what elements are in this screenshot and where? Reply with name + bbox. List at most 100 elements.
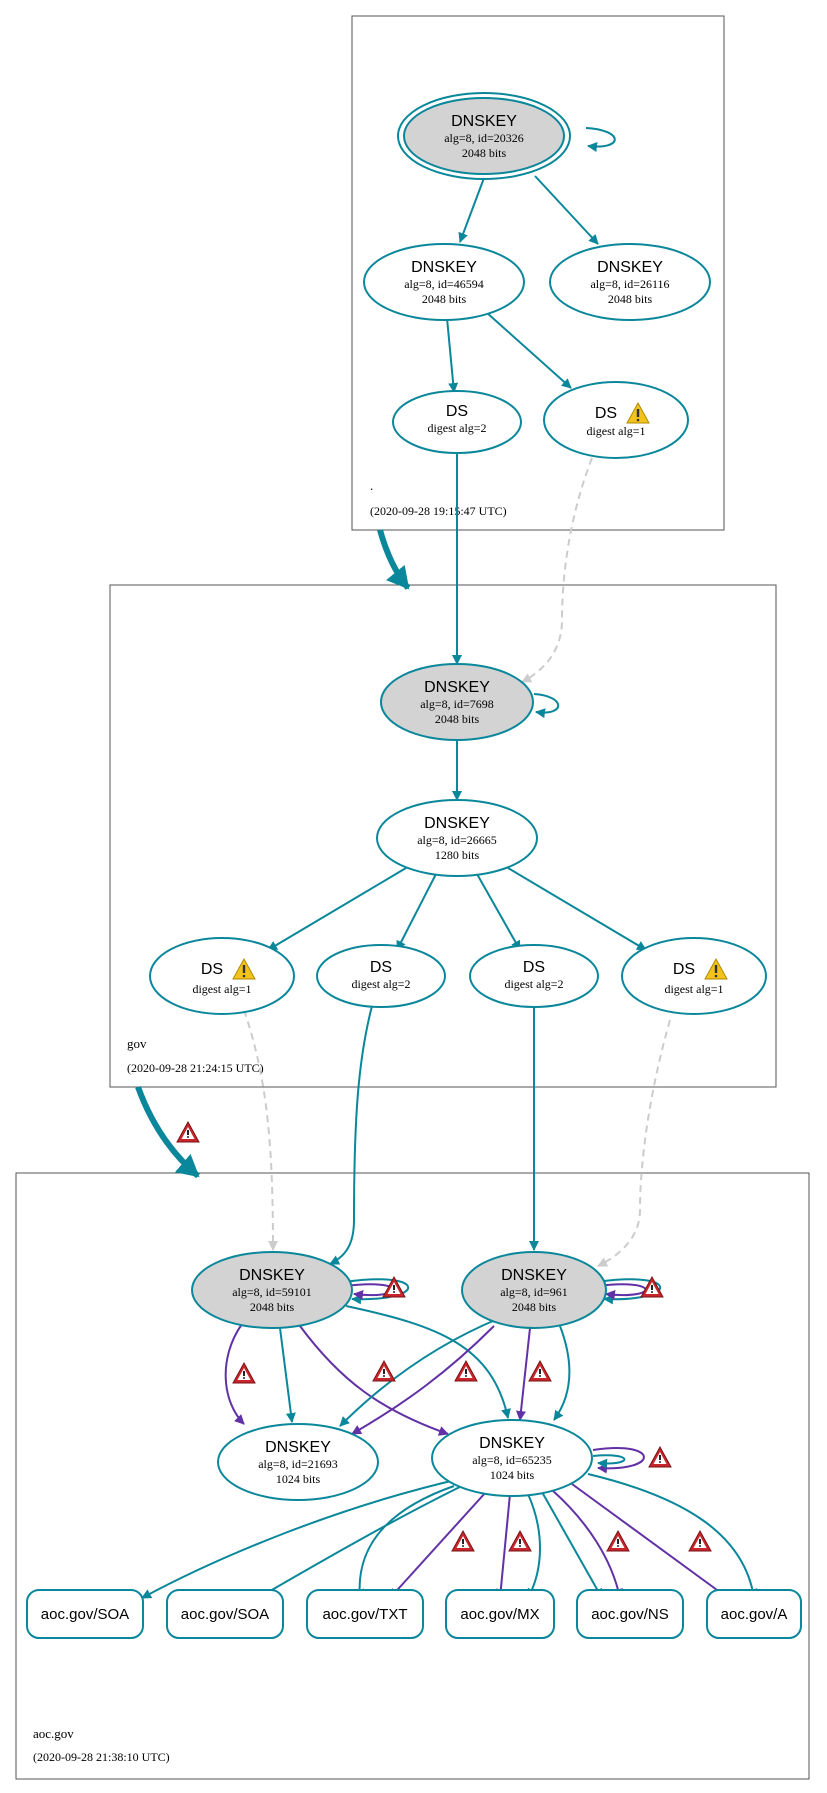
error-icons bbox=[176, 1120, 712, 1552]
edge bbox=[344, 1278, 410, 1305]
zone-aoc: aoc.gov (2020-09-28 21:38:10 UTC) bbox=[15, 1172, 810, 1780]
zone-gov: gov (2020-09-28 21:24:15 UTC) bbox=[109, 584, 777, 1088]
node-detail: digest alg=1 bbox=[664, 982, 723, 996]
node-aoc-zsk2[interactable]: DNSKEY alg=8, id=65235 1024 bits bbox=[431, 1419, 593, 1497]
edge bbox=[495, 1493, 511, 1599]
node-detail: 2048 bits bbox=[422, 292, 467, 306]
node-detail: 1024 bits bbox=[276, 1472, 321, 1486]
edge bbox=[396, 873, 437, 951]
node-type: DNSKEY bbox=[424, 815, 490, 832]
error-icon bbox=[232, 1361, 256, 1384]
node-type: DS bbox=[201, 961, 223, 978]
node-type: DS bbox=[673, 961, 695, 978]
node-detail: 2048 bits bbox=[435, 712, 480, 726]
node-type: DNSKEY bbox=[424, 679, 490, 696]
edge bbox=[389, 1491, 487, 1599]
rrset-mx[interactable]: aoc.gov/MX bbox=[445, 1589, 555, 1639]
warning-icon bbox=[232, 957, 256, 980]
node-aoc-zsk1[interactable]: DNSKEY alg=8, id=21693 1024 bits bbox=[217, 1423, 379, 1501]
error-icon bbox=[688, 1529, 712, 1552]
node-detail: 1024 bits bbox=[490, 1468, 535, 1482]
node-type: DS bbox=[595, 405, 617, 422]
rrset-ns[interactable]: aoc.gov/NS bbox=[576, 1589, 684, 1639]
edge bbox=[571, 1483, 729, 1599]
edge bbox=[516, 1327, 531, 1421]
node-detail: alg=8, id=26116 bbox=[590, 277, 669, 291]
node-detail: alg=8, id=59101 bbox=[232, 1285, 312, 1299]
node-gov-ds2[interactable]: DS digest alg=2 bbox=[316, 944, 446, 1008]
node-detail: alg=8, id=65235 bbox=[472, 1453, 552, 1467]
rrset-label: aoc.gov/SOA bbox=[41, 1606, 129, 1623]
rrset-a[interactable]: aoc.gov/A bbox=[706, 1589, 802, 1639]
node-type: DNSKEY bbox=[479, 1435, 545, 1452]
node-root-ksk[interactable]: DNSKEY alg=8, id=20326 2048 bits bbox=[397, 92, 571, 180]
edge bbox=[141, 1477, 465, 1599]
nodes: DNSKEY alg=8, id=20326 2048 bits DNSKEY … bbox=[26, 92, 802, 1639]
zone-root-label: . bbox=[370, 478, 373, 493]
node-root-ds2[interactable]: DS digest alg=1 bbox=[543, 381, 689, 459]
node-aoc-ksk2[interactable]: DNSKEY alg=8, id=961 2048 bits bbox=[461, 1251, 607, 1329]
node-detail: digest alg=1 bbox=[586, 424, 645, 438]
error-icon bbox=[372, 1359, 396, 1382]
edge bbox=[476, 873, 521, 951]
node-type: DNSKEY bbox=[265, 1439, 331, 1456]
edge bbox=[329, 1005, 373, 1265]
edge bbox=[299, 1325, 449, 1436]
node-detail: alg=8, id=20326 bbox=[444, 131, 524, 145]
node-gov-ksk[interactable]: DNSKEY alg=8, id=7698 2048 bits bbox=[380, 663, 534, 741]
node-root-zsk1[interactable]: DNSKEY alg=8, id=46594 2048 bits bbox=[363, 243, 525, 321]
rrset-label: aoc.gov/NS bbox=[591, 1606, 669, 1623]
edge bbox=[243, 1009, 278, 1251]
node-root-ds1[interactable]: DS digest alg=2 bbox=[392, 390, 522, 454]
node-type: DS bbox=[523, 959, 545, 976]
error-icon bbox=[176, 1120, 200, 1143]
edge bbox=[551, 1489, 624, 1599]
edge bbox=[485, 311, 572, 389]
edge bbox=[541, 1491, 603, 1599]
node-type: DNSKEY bbox=[411, 259, 477, 276]
node-detail: 2048 bits bbox=[512, 1300, 557, 1314]
node-detail: alg=8, id=7698 bbox=[420, 697, 494, 711]
node-detail: 2048 bits bbox=[250, 1300, 295, 1314]
edge bbox=[592, 1454, 626, 1469]
node-gov-ds4[interactable]: DS digest alg=1 bbox=[621, 937, 767, 1015]
delegation-gov-aoc bbox=[135, 1085, 200, 1179]
zone-gov-label: gov bbox=[127, 1036, 147, 1051]
edge bbox=[224, 1323, 245, 1425]
error-icon bbox=[606, 1529, 630, 1552]
node-detail: alg=8, id=961 bbox=[500, 1285, 568, 1299]
node-gov-ds3[interactable]: DS digest alg=2 bbox=[469, 944, 599, 1008]
node-detail: digest alg=2 bbox=[504, 977, 563, 991]
node-gov-zsk[interactable]: DNSKEY alg=8, id=26665 1280 bits bbox=[376, 799, 538, 877]
node-detail: alg=8, id=26665 bbox=[417, 833, 497, 847]
edges bbox=[141, 175, 758, 1599]
node-type: DNSKEY bbox=[451, 113, 517, 130]
warning-icon bbox=[626, 401, 650, 424]
error-icon bbox=[640, 1275, 664, 1298]
zone-aoc-timestamp: (2020-09-28 21:38:10 UTC) bbox=[33, 1750, 170, 1764]
rrset-txt[interactable]: aoc.gov/TXT bbox=[306, 1589, 424, 1639]
zone-root-timestamp: (2020-09-28 19:15:47 UTC) bbox=[370, 504, 507, 518]
node-detail: 2048 bits bbox=[462, 146, 507, 160]
edge bbox=[354, 1485, 455, 1599]
rrset-soa-1[interactable]: aoc.gov/SOA bbox=[26, 1589, 144, 1639]
zone-root: . (2020-09-28 19:15:47 UTC) bbox=[351, 15, 725, 531]
node-type: DNSKEY bbox=[501, 1267, 567, 1284]
edge bbox=[507, 867, 647, 951]
node-gov-ds1[interactable]: DS digest alg=1 bbox=[149, 937, 295, 1015]
edge bbox=[279, 1327, 296, 1423]
node-root-zsk2[interactable]: DNSKEY alg=8, id=26116 2048 bits bbox=[549, 243, 711, 321]
edge bbox=[339, 1317, 501, 1427]
edge bbox=[534, 175, 599, 245]
node-detail: alg=8, id=46594 bbox=[404, 277, 484, 291]
node-detail: digest alg=1 bbox=[192, 982, 251, 996]
rrset-soa-2[interactable]: aoc.gov/SOA bbox=[166, 1589, 284, 1639]
rrset-label: aoc.gov/A bbox=[721, 1606, 788, 1623]
error-icon bbox=[528, 1359, 552, 1382]
rrset-label: aoc.gov/SOA bbox=[181, 1606, 269, 1623]
edge bbox=[446, 317, 459, 393]
edge bbox=[521, 457, 593, 683]
node-type: DS bbox=[370, 959, 392, 976]
node-aoc-ksk1[interactable]: DNSKEY alg=8, id=59101 2048 bits bbox=[191, 1251, 353, 1329]
